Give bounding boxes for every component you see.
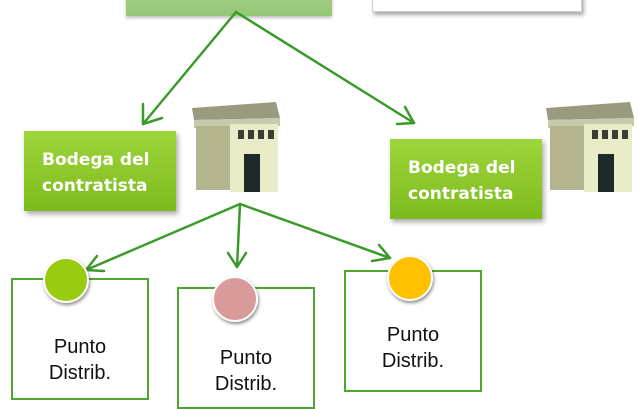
distribution-point-label-line2: Distrib.: [381, 350, 445, 372]
arrowhead-point-2: [226, 251, 248, 269]
distribution-point-label-line2: Distrib.: [214, 373, 278, 395]
warehouse-label-line2: contratista: [408, 184, 514, 204]
top-node-box: [126, 0, 332, 16]
distribution-point-label-line2: Distrib.: [48, 362, 112, 384]
warehouse-box-1: Bodega del contratista: [24, 131, 176, 211]
arrow-top-to-warehouse-2: [234, 10, 416, 125]
warehouse-box-2: Bodega del contratista: [390, 139, 542, 219]
status-dot-yellow: [387, 255, 433, 301]
warehouse-label-line1: Bodega del: [42, 150, 150, 170]
distribution-point-label-line1: Punto: [219, 347, 273, 369]
warehouse-label-line1: Bodega del: [408, 158, 516, 178]
arrow-to-point-3: [238, 202, 392, 260]
arrow-to-point-2: [235, 202, 242, 269]
top-right-node-box: [372, 0, 582, 12]
distribution-point-box-1: Punto Distrib.: [11, 278, 149, 400]
status-dot-pink: [212, 276, 258, 322]
warehouse-label-line2: contratista: [42, 176, 148, 196]
arrow-top-to-warehouse-1: [141, 10, 238, 126]
distribution-point-label-line1: Punto: [386, 324, 440, 346]
arrow-to-point-1: [84, 202, 242, 272]
arrowhead-point-3: [370, 243, 392, 263]
warehouse-building-icon: [192, 102, 280, 192]
arrowhead-warehouse-2: [395, 105, 416, 126]
arrowhead-warehouse-1: [141, 102, 164, 126]
distribution-point-label-line1: Punto: [53, 336, 107, 358]
warehouse-building-icon: [546, 102, 634, 192]
status-dot-green: [43, 257, 89, 303]
